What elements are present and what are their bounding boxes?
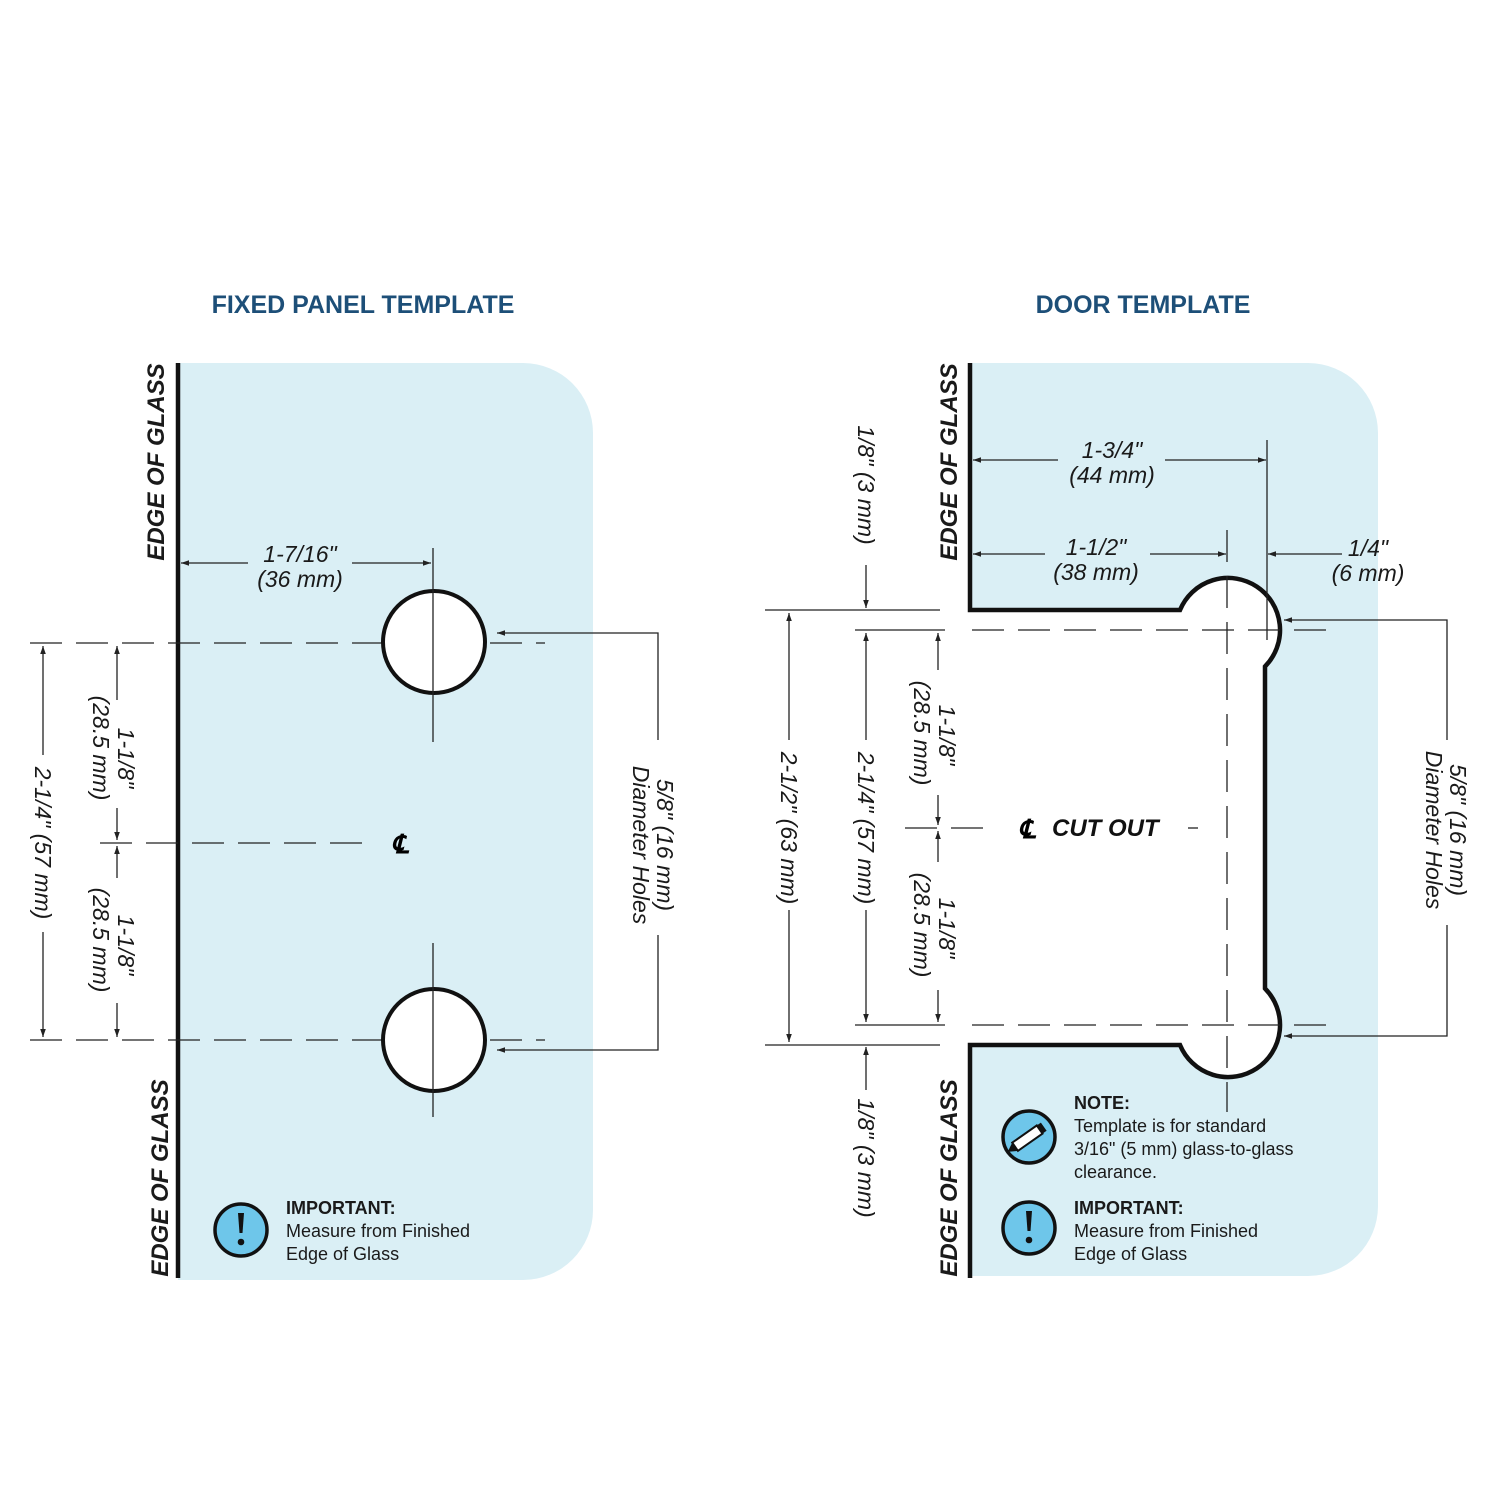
edge-of-glass-label-bottom: EDGE OF GLASS xyxy=(936,1079,963,1276)
hole-diameter-label: 5/8" (16 mm) xyxy=(652,779,678,911)
hole-bottom xyxy=(381,987,487,1093)
dim-edge-to-hole-mm: (38 mm) xyxy=(1053,559,1139,585)
dim-hole-spacing: 2-1/4" (57 mm) xyxy=(853,751,879,905)
dim-edge-to-hole: 1-1/2" xyxy=(1066,534,1128,560)
dim-lower-half: 1-1/8" xyxy=(113,915,139,977)
dim-lower-half: 1-1/8" xyxy=(934,898,960,960)
important-heading: IMPORTANT: xyxy=(1074,1198,1184,1218)
important-text-1: Measure from Finished xyxy=(1074,1221,1258,1241)
door-title: DOOR TEMPLATE xyxy=(1036,291,1251,319)
dim-edge-to-hole: 1-7/16" xyxy=(263,541,338,567)
dim-lower-half-mm: (28.5 mm) xyxy=(88,888,114,993)
note-text-2: 3/16" (5 mm) glass-to-glass xyxy=(1074,1139,1293,1159)
hole-top xyxy=(381,589,487,695)
important-text-2: Edge of Glass xyxy=(286,1244,399,1264)
dim-upper-half: 1-1/8" xyxy=(934,705,960,767)
dim-upper-half-mm: (28.5 mm) xyxy=(909,681,935,786)
important-text-1: Measure from Finished xyxy=(286,1221,470,1241)
cut-out-area xyxy=(940,577,1281,1078)
important-heading: IMPORTANT: xyxy=(286,1198,396,1218)
note-text-3: clearance. xyxy=(1074,1162,1157,1182)
dim-upper-half-mm: (28.5 mm) xyxy=(88,696,114,801)
dim-upper-half: 1-1/8" xyxy=(113,728,139,790)
exclamation-icon xyxy=(213,1202,269,1258)
note-text-1: Template is for standard xyxy=(1074,1116,1266,1136)
dim-edge-to-outer: 1-3/4" xyxy=(1082,437,1144,463)
edge-of-glass-label-top: EDGE OF GLASS xyxy=(936,363,963,560)
edge-of-glass-label-top: EDGE OF GLASS xyxy=(143,363,170,560)
glass-panel xyxy=(178,363,593,1280)
edge-of-glass-label-bottom: EDGE OF GLASS xyxy=(147,1079,174,1276)
dim-gap-bottom: 1/8" (3 mm) xyxy=(853,1098,879,1217)
centerline-symbol: ℄ xyxy=(392,829,410,859)
dim-hole-spacing: 2-1/4" (57 mm) xyxy=(30,766,56,920)
dim-lower-half-mm: (28.5 mm) xyxy=(909,873,935,978)
dim-offset: 1/4" xyxy=(1348,535,1390,561)
fixed-panel-template: FIXED PANEL TEMPLATE EDGE OF GLASS EDGE … xyxy=(30,291,678,1280)
pencil-icon xyxy=(1001,1109,1057,1165)
important-text-2: Edge of Glass xyxy=(1074,1244,1187,1264)
dim-edge-to-hole-mm: (36 mm) xyxy=(257,566,343,592)
note-heading: NOTE: xyxy=(1074,1093,1130,1113)
dim-gap-top: 1/8" (3 mm) xyxy=(853,425,879,544)
cut-out-label: CUT OUT xyxy=(1052,815,1161,842)
cut-out-outline xyxy=(967,363,1283,1278)
exclamation-icon xyxy=(1001,1200,1057,1256)
dim-edge-to-outer-mm: (44 mm) xyxy=(1069,462,1155,488)
hole-diameter-label-2: Diameter Holes xyxy=(628,766,654,925)
hole-diameter-label-2: Diameter Holes xyxy=(1421,751,1447,910)
hole-diameter-label: 5/8" (16 mm) xyxy=(1445,764,1471,896)
dim-cutout-height: 2-1/2" (63 mm) xyxy=(776,751,802,905)
dim-offset-mm: (6 mm) xyxy=(1332,560,1405,586)
centerline-symbol: ℄ xyxy=(1019,814,1037,844)
fixed-panel-title: FIXED PANEL TEMPLATE xyxy=(212,291,515,319)
door-template: DOOR TEMPLATE EDGE OF GLASS EDGE OF GLAS… xyxy=(765,291,1471,1278)
